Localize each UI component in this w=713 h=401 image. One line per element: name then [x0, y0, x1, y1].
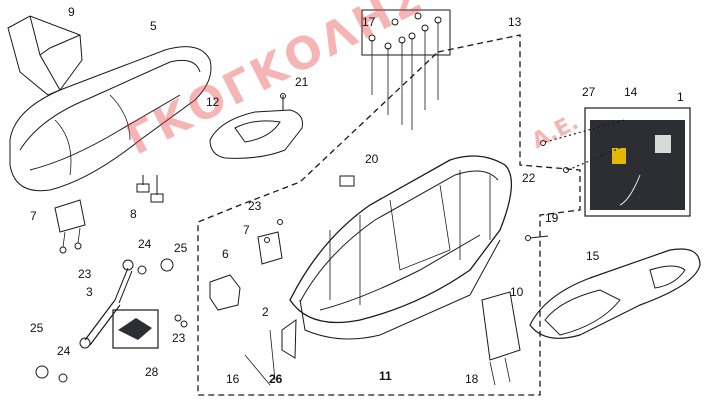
callout-24-bottom: 24	[57, 344, 71, 358]
callout-18: 18	[465, 372, 479, 386]
callout-27: 27	[582, 85, 596, 99]
cover-part-15	[529, 248, 701, 339]
callout-8: 8	[130, 207, 137, 221]
callout-14: 14	[624, 85, 638, 99]
callout-17: 17	[362, 15, 376, 29]
callout-11: 11	[379, 369, 392, 383]
gas-strut-part-3	[79, 259, 134, 349]
callout-19: 19	[545, 211, 559, 225]
callout-3: 3	[86, 285, 93, 299]
callout-10: 10	[510, 285, 524, 299]
callout-23-left: 23	[78, 267, 92, 281]
leader-dotted	[544, 119, 626, 171]
callout-23-bottom: 23	[172, 331, 186, 345]
seat-cover-part-9	[7, 15, 83, 96]
bracket-part-7b	[257, 219, 283, 265]
pad-part-28	[112, 309, 159, 349]
callout-2: 2	[262, 305, 269, 319]
callout-12: 12	[206, 95, 220, 109]
latch-part-20	[339, 175, 355, 187]
bracket-part-6	[209, 274, 241, 311]
storage-box-part-11	[289, 155, 513, 340]
clip-parts-24-25	[35, 258, 188, 383]
callout-15: 15	[586, 249, 600, 263]
callout-7-mid: 7	[243, 223, 250, 237]
panel-part-10	[481, 291, 521, 386]
callout-25-top: 25	[174, 241, 188, 255]
callout-28: 28	[145, 365, 159, 379]
callout-20: 20	[365, 152, 379, 166]
callout-9: 9	[68, 5, 75, 19]
callout-6: 6	[222, 247, 229, 261]
callout-5: 5	[150, 19, 157, 33]
callout-23-top: 23	[248, 199, 262, 213]
light-assembly-part-2	[244, 319, 297, 386]
bolt-part-19	[525, 235, 549, 241]
callout-13: 13	[508, 15, 522, 29]
bolt-set-part-17	[361, 9, 451, 130]
dashed-assembly-frame	[197, 34, 581, 396]
callout-24-top: 24	[138, 237, 152, 251]
seat-part-5	[9, 46, 212, 192]
callout-25-bottom: 25	[30, 321, 44, 335]
callout-1: 1	[677, 90, 684, 104]
wiring-inset-part-14	[584, 107, 691, 217]
bracket-part-7a	[54, 199, 86, 254]
callout-21: 21	[295, 75, 309, 89]
callout-26: 26	[269, 372, 283, 386]
tray-part-12	[209, 109, 303, 159]
bolt-part-21	[280, 93, 286, 110]
callout-22: 22	[522, 171, 536, 185]
callout-16: 16	[226, 372, 240, 386]
seat-bolts-part-8	[136, 175, 164, 203]
callout-7-left: 7	[30, 209, 37, 223]
